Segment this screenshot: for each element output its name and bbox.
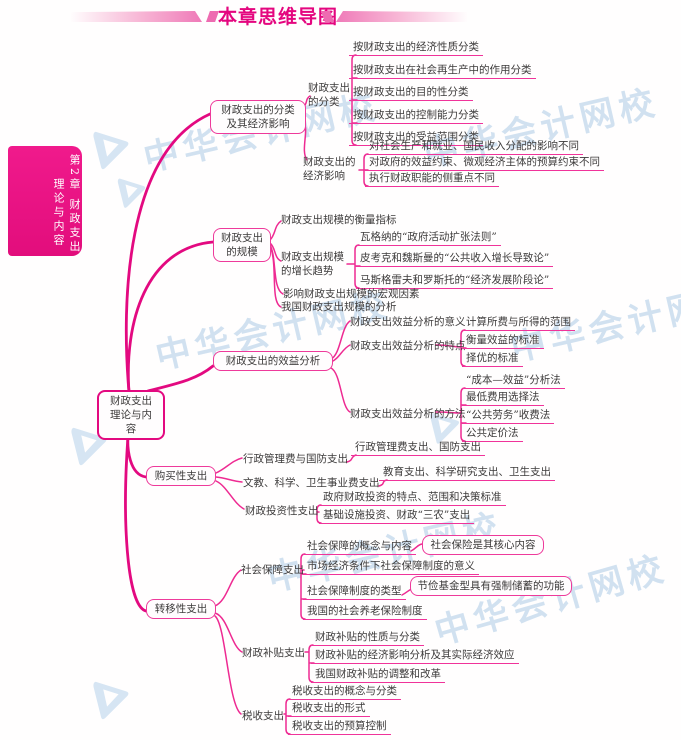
leaf-item: 择优的标准 (462, 351, 523, 367)
root-node: 财政支出理论与内容 (97, 390, 165, 440)
group-label: 社会保障支出 (241, 564, 304, 576)
leaf-item: 我国财政补贴的调整和改革 (311, 667, 445, 683)
brand-logo-icon (430, 412, 460, 444)
branch-node: 财政支出的规模 (213, 228, 271, 262)
leaf-item: 瓦格纳的“政府活动扩张法则” (356, 230, 501, 246)
leaf-item: 计算所费与所得的范围 (462, 315, 575, 331)
group-label: 财政投资性支出 (245, 505, 319, 517)
group-label: 财政支出的经济影响 (303, 156, 356, 182)
leaf-item: 影响财政支出规模的宏观因素 (283, 288, 420, 300)
leaf-item: 社会保障的概念与内容 (303, 539, 416, 555)
group-label: 财政补贴支出 (242, 647, 305, 659)
chapter-side-tab: 第2章 财政支出 理论与内容 (8, 146, 82, 256)
leaf-item: 教育支出、科学研究支出、卫生支出 (379, 465, 555, 481)
group-label: 行政管理费与国防支出 (243, 453, 348, 465)
branch-node: 财政支出的效益分析 (213, 351, 333, 371)
leaf-item: 我国财政支出规模的分析 (281, 301, 397, 313)
leaf-item: 对社会生产和就业、国民收入分配的影响不同 (365, 139, 583, 155)
leaf-item: 对政府的效益约束、微观经济主体的预算约束不同 (365, 155, 604, 171)
brand-logo-icon (93, 681, 129, 720)
leaf-item: 公共定价法 (462, 426, 523, 442)
branch-node: 购买性支出 (146, 466, 216, 486)
leaf-item: 税收支出的概念与分类 (288, 684, 401, 700)
leaf-item: 最低费用选择法 (462, 390, 544, 406)
chapter-label: 第2章 财政支出 (68, 154, 81, 255)
leaf-item: 税收支出的预算控制 (288, 719, 391, 735)
leaf-item: 基础设施投资、财政“三农”支出 (319, 508, 475, 524)
brand-logo-icon (117, 178, 146, 208)
leaf-item: 财政支出规模的衡量指标 (281, 214, 397, 226)
leaf-item: 市场经济条件下社会保障制度的意义 (303, 559, 479, 575)
branch-node: 财政支出的分类及其经济影响 (210, 100, 306, 134)
group-label: 财政支出的分类 (308, 82, 350, 108)
branch-node: 转移性支出 (146, 599, 216, 619)
leaf-item: “公共劳务”收费法 (462, 408, 555, 424)
title-wedge-left (206, 11, 219, 22)
brand-logo-icon (71, 427, 107, 466)
brand-logo-icon (93, 131, 129, 170)
leaf-item: 马斯格雷夫和罗斯托的“经济发展阶段论” (356, 273, 554, 289)
leaf-item: 税收支出的形式 (288, 701, 370, 717)
leaf-item: 政府财政投资的特点、范围和决策标准 (319, 490, 506, 506)
leaf-item: 衡量效益的标准 (462, 333, 544, 349)
leaf-item: 按财政支出的受益范围分类 (349, 130, 483, 146)
title-wedge-right (321, 11, 334, 22)
group-label: 财政支出效益分析的特点 (350, 340, 466, 352)
leaf-item: 按财政支出的目的性分类 (349, 85, 473, 101)
callout-node: 社会保险是其核心内容 (422, 535, 544, 555)
leaf-item: 社会保障制度的类型 (303, 584, 406, 600)
leaf-item: 按财政支出在社会再生产中的作用分类 (349, 63, 536, 79)
title-band-right (336, 11, 468, 22)
group-label: 财政支出效益分析的方法 (350, 408, 466, 420)
leaf-item: 皮考克和魏斯曼的“公共收入增长导致论” (356, 251, 554, 267)
group-label: 税收支出 (242, 710, 284, 722)
leaf-item: 财政补贴的经济影响分析及其实际经济效应 (311, 648, 519, 664)
section-label: 理论与内容 (52, 178, 65, 248)
callout-node: 节俭基金型具有强制储蓄的功能 (410, 576, 572, 596)
group-label: 财政支出规模的增长趋势 (281, 251, 344, 277)
group-label: 文教、科学、卫生事业费支出 (243, 477, 380, 489)
title-band-left (70, 11, 202, 22)
leaf-item: 按财政支出的控制能力分类 (349, 108, 483, 124)
leaf-item: 我国的社会养老保险制度 (303, 604, 427, 620)
leaf-item: “成本—效益”分析法 (462, 373, 565, 389)
leaf-item: 按财政支出的经济性质分类 (349, 40, 483, 56)
leaf-item: 执行财政职能的侧重点不同 (365, 171, 499, 187)
page-title: 本章思维导图 (218, 6, 339, 28)
leaf-item: 财政支出效益分析的意义 (350, 316, 466, 328)
leaf-item: 财政补贴的性质与分类 (311, 630, 424, 646)
leaf-item: 行政管理费支出、国防支出 (351, 440, 485, 456)
